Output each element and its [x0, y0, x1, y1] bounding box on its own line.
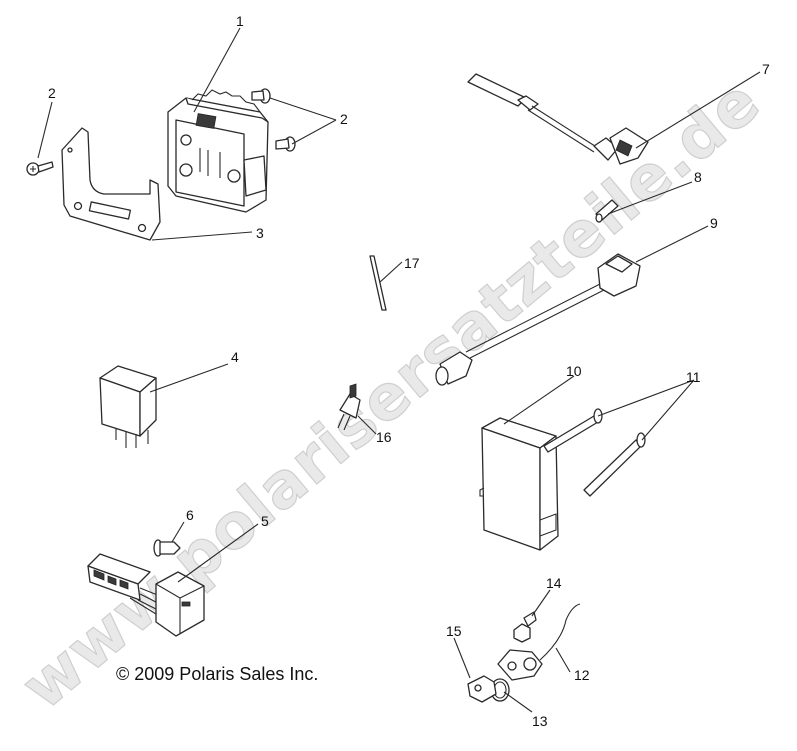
callout-9: 9 [710, 215, 718, 231]
part-5-connector [87, 553, 205, 637]
part-4-relay [99, 365, 157, 448]
part-7-sensor [467, 73, 649, 165]
callout-15: 15 [446, 623, 462, 639]
callout-13: 13 [532, 713, 548, 729]
part-6-rivet [153, 539, 181, 557]
callout-7: 7 [762, 61, 770, 77]
part-3-bracket [61, 127, 161, 241]
part-2-screw-left [26, 161, 54, 176]
part-10-ecu [479, 417, 559, 551]
part-17-rod [369, 255, 387, 311]
part-11-bolt-top [543, 408, 603, 453]
callout-2b: 2 [340, 111, 348, 127]
callout-17: 17 [404, 255, 420, 271]
callout-11: 11 [686, 369, 701, 385]
callout-16: 16 [376, 429, 392, 445]
callout-labels: 1 2 2 3 4 5 6 7 8 9 10 11 12 13 14 15 16… [48, 13, 770, 729]
copyright-text: © 2009 Polaris Sales Inc. [116, 664, 319, 684]
callout-1: 1 [236, 13, 244, 29]
part-11-bolt-bottom [583, 432, 646, 497]
part-15-gasket [467, 675, 497, 703]
callout-6: 6 [186, 507, 194, 523]
part-8-pin [595, 199, 619, 223]
callout-5: 5 [261, 513, 269, 529]
leader-lines [37, 27, 761, 713]
callout-14: 14 [546, 575, 562, 591]
part-14-bolt [513, 611, 537, 643]
callout-2a: 2 [48, 85, 56, 101]
part-12-sensor [497, 603, 581, 681]
part-9-harness [435, 253, 641, 386]
callout-8: 8 [694, 169, 702, 185]
callout-12: 12 [574, 667, 590, 683]
part-16-clip [337, 383, 361, 431]
part-1-module [167, 89, 269, 213]
callout-3: 3 [256, 225, 264, 241]
part-2-screw-mid [275, 136, 296, 152]
part-2-screw-top [251, 88, 271, 104]
callout-10: 10 [566, 363, 582, 379]
callout-4: 4 [231, 349, 239, 365]
